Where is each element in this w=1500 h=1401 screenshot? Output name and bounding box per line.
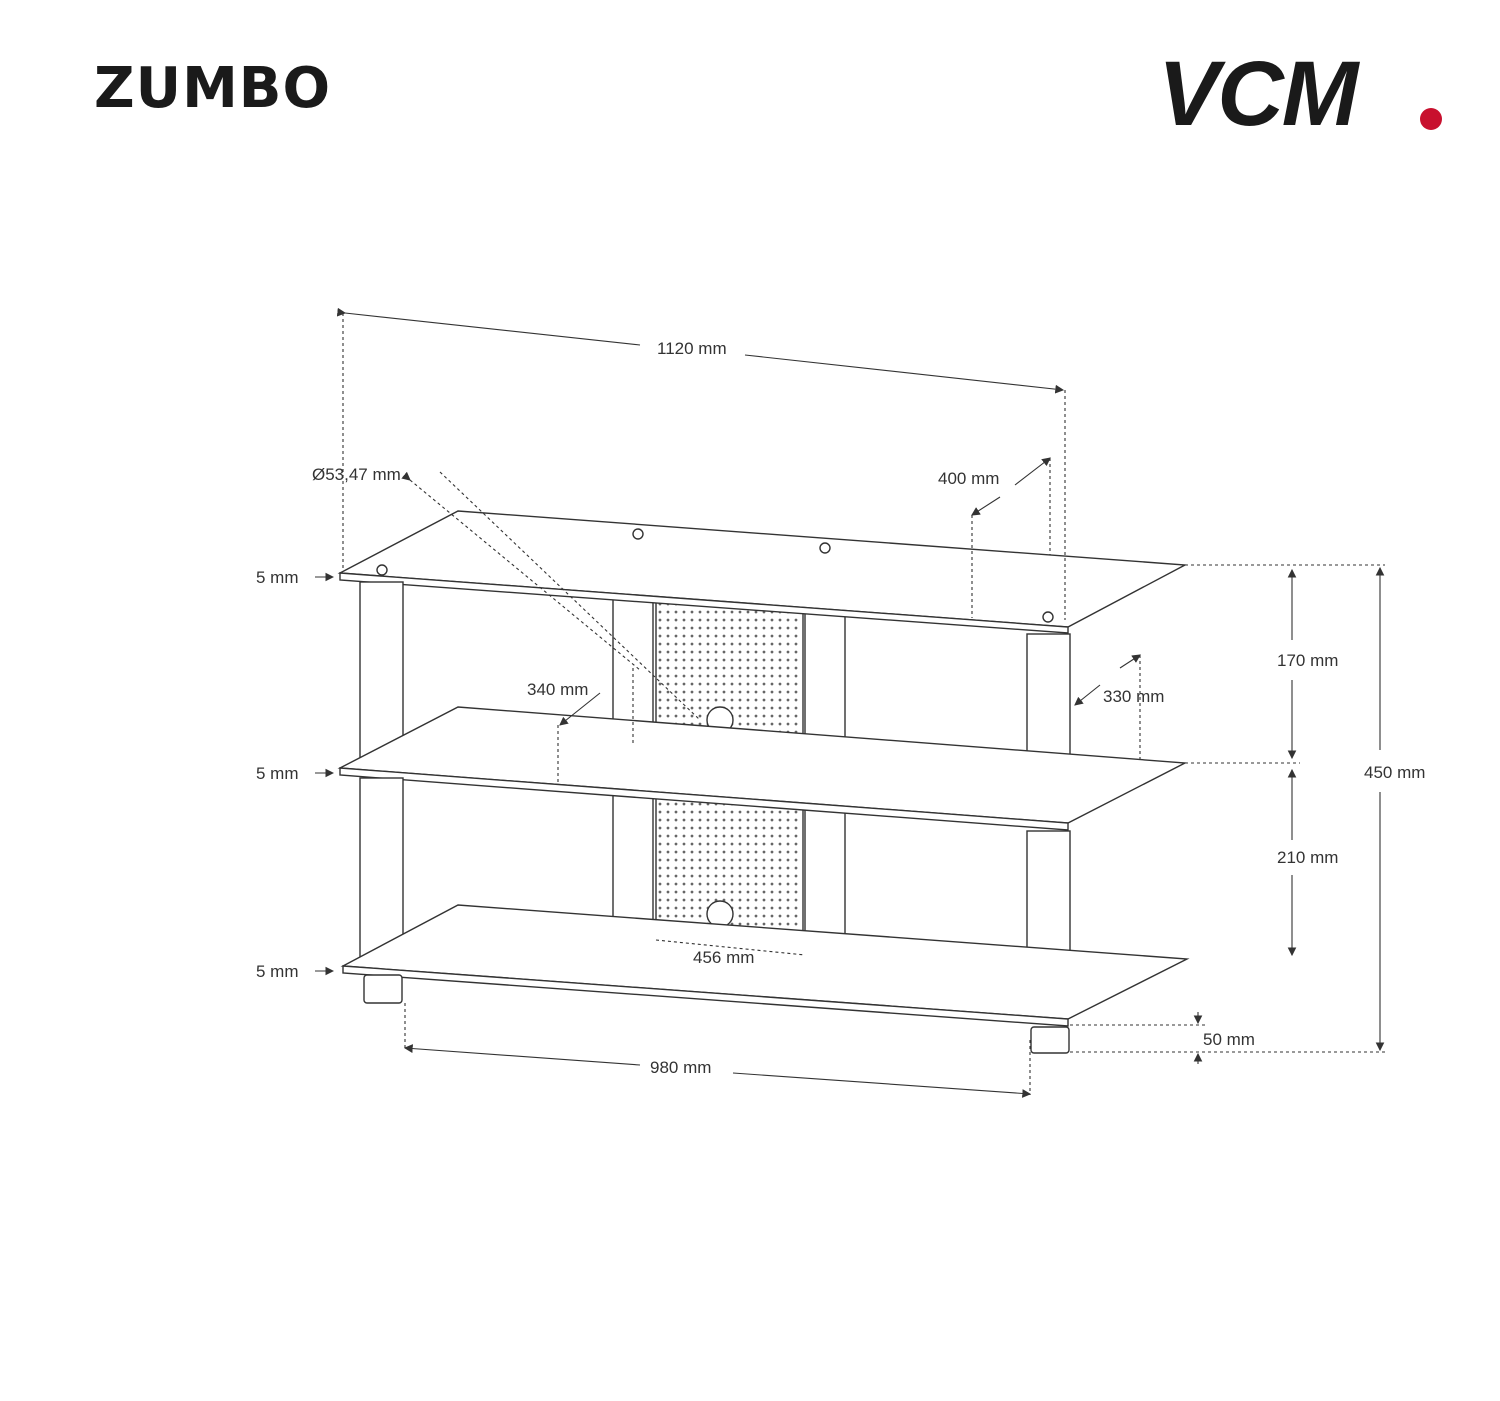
top-shelf-screw bbox=[376, 564, 388, 576]
middle-shelf-edge bbox=[339, 767, 1069, 831]
dim-glass-middle: 5 mm bbox=[256, 764, 299, 783]
dim-glass-bottom: 5 mm bbox=[256, 962, 299, 981]
dim-line bbox=[1119, 654, 1141, 669]
dim-panel-width: 456 mm bbox=[693, 948, 754, 967]
dim-pillar-diameter: Ø53,47 mm bbox=[312, 465, 401, 484]
top-shelf-screw bbox=[632, 528, 644, 540]
furniture-outline bbox=[337, 510, 1190, 1054]
dimension-lines bbox=[315, 307, 1385, 1098]
dim-line bbox=[1014, 457, 1051, 486]
dim-foot-height: 50 mm bbox=[1203, 1030, 1255, 1049]
product-name: ZUMBO bbox=[94, 56, 332, 121]
dim-line bbox=[655, 939, 806, 956]
dim-line bbox=[744, 354, 1065, 394]
dim-line bbox=[559, 692, 601, 726]
dim-total-height: 450 mm bbox=[1364, 763, 1425, 782]
dim-top-gap: 170 mm bbox=[1277, 651, 1338, 670]
dim-middle-depth-left: 340 mm bbox=[527, 680, 588, 699]
dim-base-width: 980 mm bbox=[650, 1058, 711, 1077]
dim-line bbox=[971, 496, 1001, 516]
dim-bottom-gap: 210 mm bbox=[1277, 848, 1338, 867]
top-shelf-screw bbox=[819, 542, 831, 554]
logo-dot bbox=[1420, 108, 1442, 130]
dim-line bbox=[1074, 684, 1101, 706]
dim-glass-top: 5 mm bbox=[256, 568, 299, 587]
foot-left bbox=[363, 974, 403, 1004]
dim-total-width: 1120 mm bbox=[657, 339, 727, 358]
top-shelf-screw bbox=[1042, 611, 1054, 623]
vcm-logo: VCM bbox=[1158, 42, 1448, 152]
dim-line bbox=[401, 471, 641, 671]
dim-line bbox=[403, 1044, 641, 1066]
dim-middle-depth-right: 330 mm bbox=[1103, 687, 1164, 706]
top-shelf-edge bbox=[339, 572, 1069, 634]
dim-top-depth: 400 mm bbox=[938, 469, 999, 488]
dim-line bbox=[336, 307, 641, 346]
bottom-shelf-edge bbox=[342, 965, 1069, 1027]
foot-right bbox=[1030, 1026, 1070, 1054]
logo-text: VCM bbox=[1158, 43, 1358, 145]
dim-line bbox=[732, 1072, 1032, 1098]
